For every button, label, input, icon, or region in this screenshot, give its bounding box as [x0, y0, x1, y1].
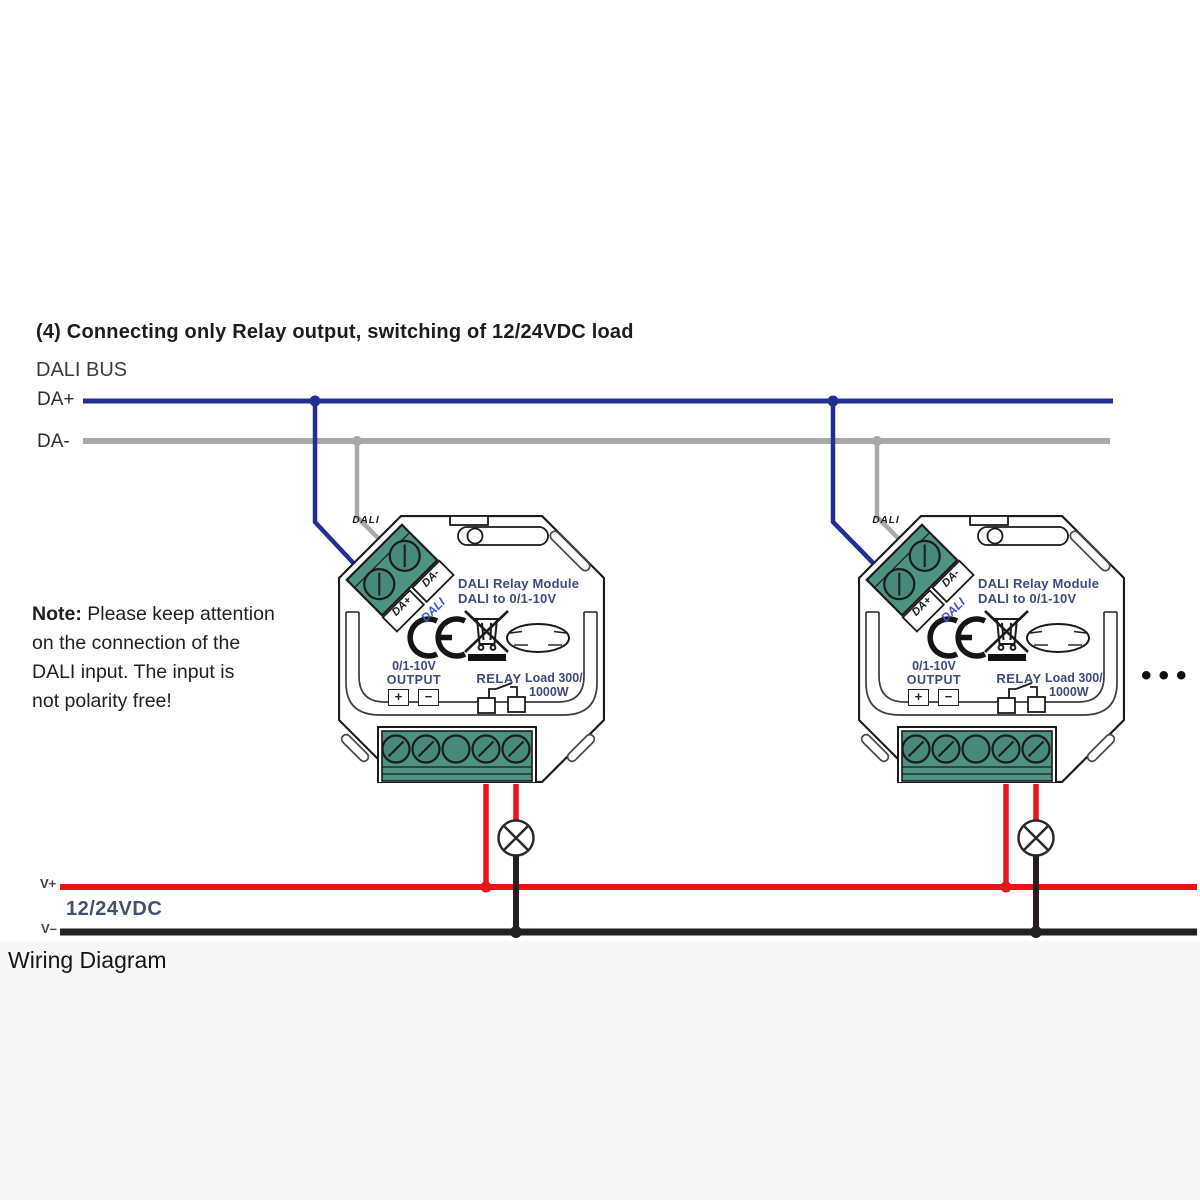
- output-minus-terminal: −: [938, 689, 959, 706]
- junction-dot: [827, 395, 839, 407]
- section-title: (4) Connecting only Relay output, switch…: [36, 321, 634, 343]
- junction-dot: [872, 436, 882, 446]
- junction-dot: [480, 881, 492, 893]
- module-housing: [858, 515, 1125, 783]
- module-name-line1: DALI Relay Module: [978, 576, 1100, 591]
- output-label-line1: 0/1-10V: [912, 659, 956, 673]
- note-line: DALI input. The input is: [32, 661, 235, 683]
- note-line: not polarity free!: [32, 690, 172, 712]
- da-plus-bus: [83, 395, 1113, 570]
- lamp-icon: [497, 819, 535, 857]
- output-plus-terminal: +: [908, 689, 929, 706]
- bottom-background-strip: [0, 941, 1200, 1200]
- v-plus-label: V+: [40, 876, 57, 891]
- voltage-label: 12/24VDC: [66, 898, 163, 920]
- dali-logo-text: DALI: [872, 515, 900, 526]
- output-minus-terminal: −: [418, 689, 439, 706]
- v-minus-bus: [60, 854, 1197, 938]
- dali-logo-text: DALI: [352, 515, 380, 526]
- relay-load-line2: 1000W: [1049, 685, 1089, 699]
- output-plus-terminal: +: [388, 689, 409, 706]
- da-minus-label: DA-: [37, 431, 70, 452]
- v-minus-label: V–: [41, 921, 57, 936]
- relay-load-line1: Load 300/: [1045, 671, 1103, 685]
- diagram-caption: Wiring Diagram: [8, 947, 167, 973]
- junction-dot: [1000, 881, 1012, 893]
- relay-load-line1: Load 300/: [525, 671, 583, 685]
- module-name-line1: DALI Relay Module: [458, 576, 580, 591]
- note-line: Note: Please keep attention: [32, 603, 275, 625]
- junction-dot: [510, 926, 522, 938]
- junction-dot: [352, 436, 362, 446]
- module-name-line2: DALI to 0/1-10V: [458, 591, 557, 606]
- v-plus-bus: [60, 784, 1197, 893]
- relay-label: RELAY: [996, 671, 1042, 686]
- more-modules-ellipsis: •••: [1141, 659, 1194, 692]
- output-label-line2: OUTPUT: [906, 673, 962, 687]
- dali-bus-label: DALI BUS: [36, 359, 128, 381]
- da-plus-label: DA+: [37, 389, 75, 410]
- relay-load-line2: 1000W: [529, 685, 569, 699]
- module-name-line2: DALI to 0/1-10V: [978, 591, 1077, 606]
- relay-label: RELAY: [476, 671, 522, 686]
- note-text: Note: Please keep attention on the conne…: [32, 600, 362, 716]
- dali-relay-module-2: DALI Relay Module DALI to 0/1-10V 0/1-10…: [858, 515, 1125, 783]
- note-line: on the connection of the: [32, 632, 241, 654]
- module-housing: [338, 515, 605, 783]
- junction-dot: [1030, 926, 1042, 938]
- dali-relay-module-1: DALI Relay Module DALI to 0/1-10V 0/1-10…: [338, 515, 605, 783]
- lamp-icon: [1017, 819, 1055, 857]
- junction-dot: [309, 395, 321, 407]
- output-label-line1: 0/1-10V: [392, 659, 436, 673]
- da-minus-bus: [83, 436, 1110, 546]
- output-label-line2: OUTPUT: [386, 673, 442, 687]
